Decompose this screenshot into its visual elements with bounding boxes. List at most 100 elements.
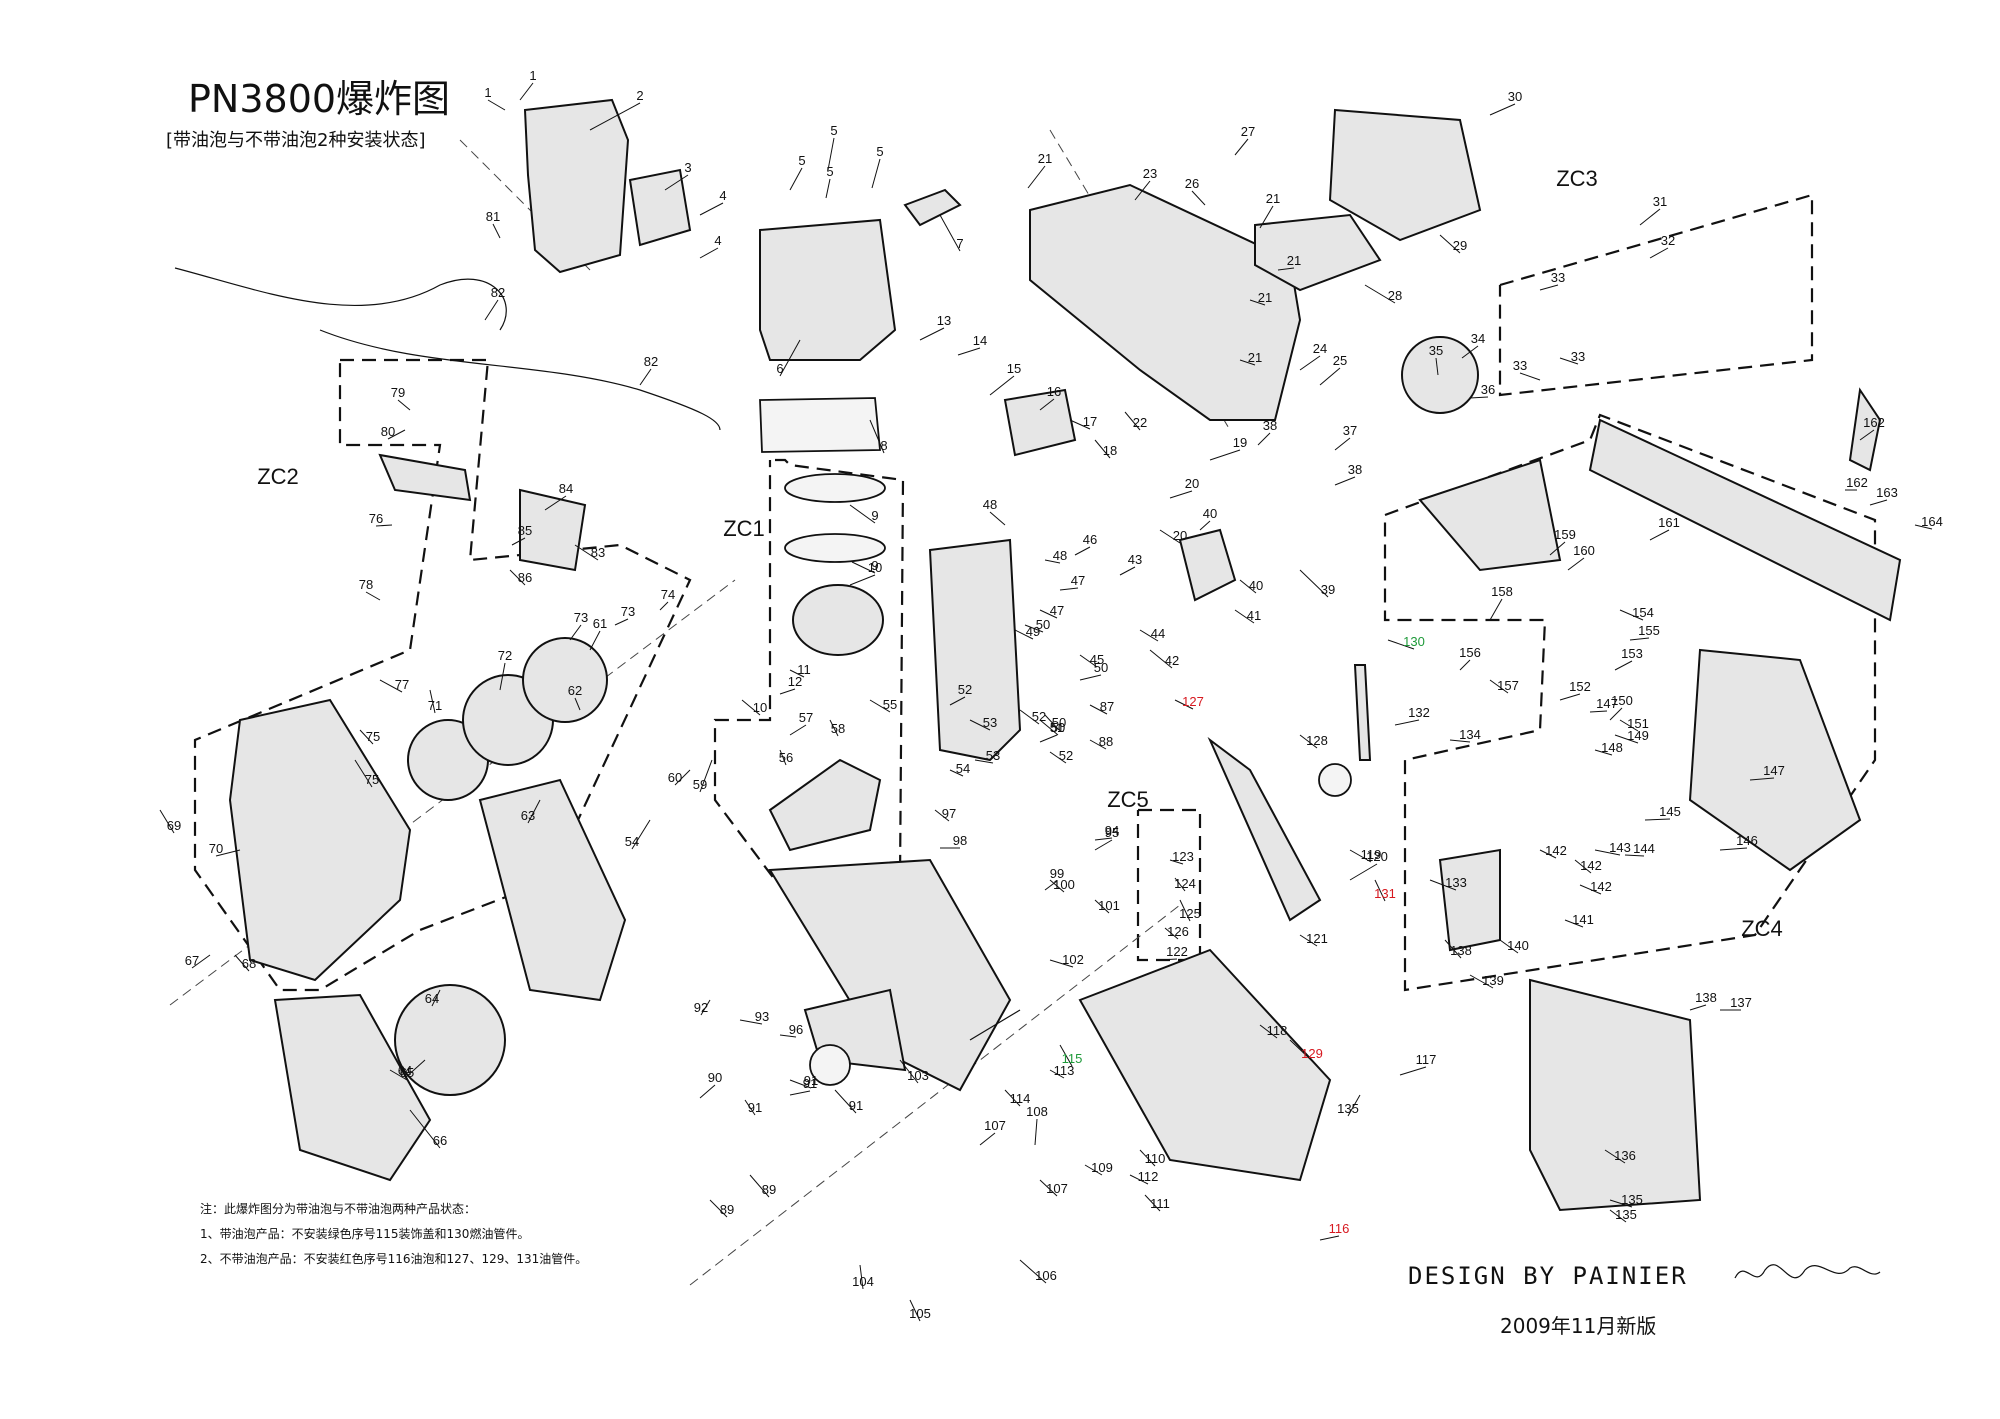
part-label-59: 59 — [693, 777, 707, 792]
leader-line-36 — [1469, 396, 1489, 399]
part-label-160: 160 — [1573, 543, 1595, 558]
part-label-4: 4 — [714, 233, 721, 248]
part-label-139: 139 — [1482, 973, 1504, 988]
part-label-30: 30 — [1508, 89, 1522, 104]
part-label-62: 62 — [568, 683, 582, 698]
leader-line-82 — [484, 299, 499, 321]
leader-line-155 — [1629, 637, 1650, 641]
leader-line-85 — [511, 537, 526, 546]
part-label-129: 129 — [1301, 1046, 1323, 1061]
leader-line-50 — [1044, 714, 1060, 731]
part-label-43: 43 — [1128, 552, 1142, 567]
part-label-123: 123 — [1172, 849, 1194, 864]
part-label-5: 5 — [826, 164, 833, 179]
part-label-48: 48 — [983, 497, 997, 512]
part-label-12: 12 — [788, 674, 802, 689]
part-label-137: 137 — [1730, 995, 1752, 1010]
part-label-69: 69 — [167, 818, 181, 833]
part-label-91: 91 — [803, 1076, 817, 1091]
leader-line-120 — [1349, 863, 1378, 881]
part-label-124: 124 — [1174, 876, 1196, 891]
part-label-1: 1 — [484, 85, 491, 100]
part-label-143: 143 — [1609, 840, 1631, 855]
part-label-16: 16 — [1047, 384, 1061, 399]
part-label-57: 57 — [799, 710, 813, 725]
leader-line-21 — [1277, 267, 1295, 271]
leader-line-117 — [1399, 1066, 1427, 1076]
leader-line-142 — [1574, 859, 1592, 874]
leader-line-52 — [949, 696, 966, 706]
piston-ring-2 — [784, 533, 886, 563]
part-label-50: 50 — [1036, 617, 1050, 632]
part-label-93: 93 — [755, 1009, 769, 1024]
part-label-110: 110 — [1145, 1151, 1166, 1166]
leader-line-50 — [1024, 624, 1044, 633]
part-label-1: 1 — [529, 68, 536, 83]
part-label-156: 156 — [1459, 645, 1481, 660]
leader-line-33 — [1519, 372, 1541, 381]
part-label-78: 78 — [359, 577, 373, 592]
top-cover-part — [1029, 183, 1302, 421]
leader-line-147 — [1749, 777, 1775, 781]
leader-line-52 — [1049, 751, 1067, 764]
leader-line-105 — [909, 1299, 921, 1322]
carburetor-part — [1003, 388, 1077, 457]
part-label-113: 113 — [1054, 1063, 1075, 1078]
leader-line-93 — [739, 1019, 763, 1025]
part-label-116: 116 — [1329, 1221, 1350, 1236]
part-label-91: 91 — [849, 1098, 863, 1113]
oil-pump-part — [1178, 528, 1237, 602]
note-line-2: 2、不带油泡产品：不安装红色序号116油泡和127、129、131油管件。 — [200, 1252, 588, 1266]
leader-line-72 — [499, 662, 506, 691]
leader-line-55 — [869, 699, 891, 713]
leader-line-159 — [1549, 541, 1566, 556]
leader-line-13 — [919, 327, 945, 341]
muffler-gasket-part — [628, 168, 692, 247]
leader-lines — [159, 82, 1933, 1322]
leader-line-106 — [1019, 1259, 1047, 1284]
leader-line-91 — [744, 1099, 756, 1116]
leader-line-8 — [869, 419, 885, 454]
leader-line-114 — [1004, 1089, 1021, 1107]
part-label-142: 142 — [1545, 843, 1567, 858]
part-label-53: 53 — [983, 715, 997, 730]
part-label-119: 119 — [1361, 847, 1382, 862]
leader-line-157 — [1489, 679, 1509, 694]
part-label-71: 71 — [428, 698, 442, 713]
part-label-83: 83 — [591, 545, 605, 560]
leader-line-9 — [851, 561, 876, 574]
part-label-28: 28 — [1388, 288, 1402, 303]
tank-spring — [969, 1009, 1021, 1041]
part-label-92: 92 — [694, 1000, 708, 1015]
leader-line-107 — [1039, 1179, 1058, 1197]
part-label-52: 52 — [1032, 709, 1046, 724]
part-label-40: 40 — [1249, 578, 1263, 593]
leader-line-121 — [1299, 934, 1318, 947]
part-label-40: 40 — [1203, 506, 1217, 521]
part-label-64: 64 — [425, 991, 439, 1006]
crankcase-half-part — [478, 778, 627, 1002]
leader-line-70 — [215, 849, 241, 857]
part-label-111: 111 — [1150, 1196, 1170, 1211]
leader-line-125 — [1179, 899, 1191, 922]
leader-line-138 — [1444, 939, 1462, 959]
part-label-151: 151 — [1627, 716, 1649, 731]
group-label-zc2: ZC2 — [257, 464, 299, 489]
part-label-126: 126 — [1167, 924, 1189, 939]
part-label-44: 44 — [1151, 626, 1165, 641]
part-label-68: 68 — [242, 956, 256, 971]
leader-line-102 — [1049, 959, 1074, 968]
zc3-outline — [1498, 193, 1814, 397]
fan-housing-part — [273, 993, 432, 1182]
part-label-73: 73 — [574, 610, 588, 625]
leader-line-21 — [1249, 299, 1266, 306]
leader-line-127 — [1174, 699, 1194, 710]
part-label-112: 112 — [1138, 1169, 1159, 1184]
part-label-64: 64 — [398, 1063, 412, 1078]
spark-plug-part — [903, 188, 962, 227]
part-label-95: 95 — [1105, 825, 1119, 840]
fuel-tank-part — [1078, 948, 1332, 1182]
leader-line-161 — [1649, 529, 1670, 541]
part-label-87: 87 — [1100, 699, 1114, 714]
